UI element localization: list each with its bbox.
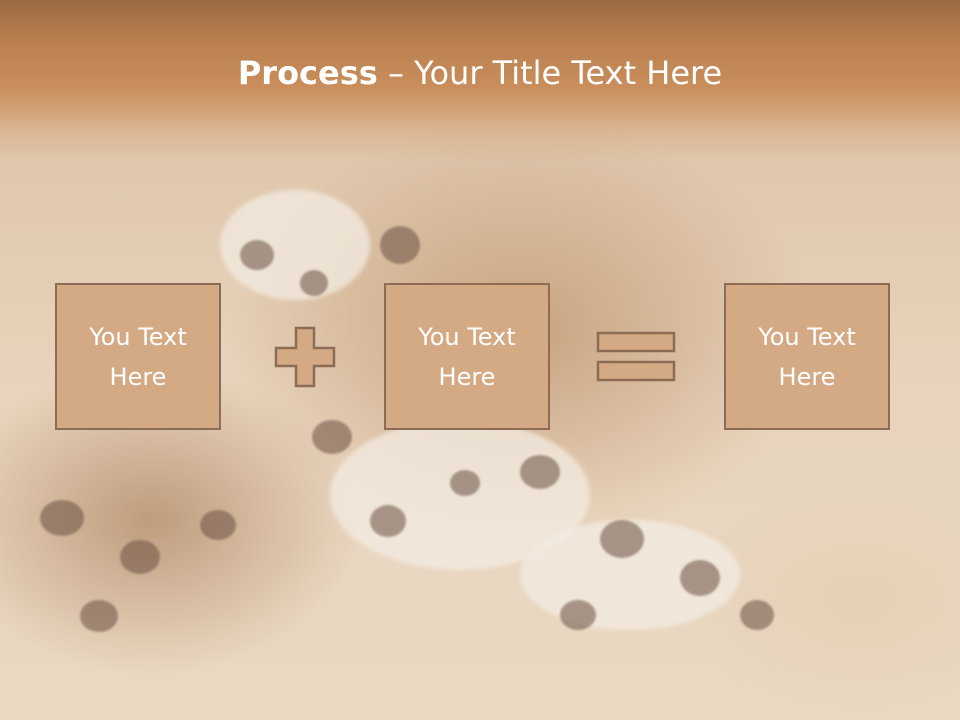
process-box-2[interactable]: You Text Here <box>384 283 550 430</box>
process-box-1-text: You Text Here <box>89 322 187 391</box>
title-rest: – Your Title Text Here <box>377 54 723 92</box>
process-box-3-text: You Text Here <box>758 322 856 391</box>
title-band <box>0 0 960 160</box>
slide-title: Process – Your Title Text Here <box>0 54 960 92</box>
title-bold: Process <box>237 54 378 92</box>
plus-icon <box>274 326 336 388</box>
process-box-3[interactable]: You Text Here <box>724 283 890 430</box>
process-box-1[interactable]: You Text Here <box>55 283 221 430</box>
equals-icon <box>596 331 676 382</box>
process-box-2-text: You Text Here <box>418 322 516 391</box>
